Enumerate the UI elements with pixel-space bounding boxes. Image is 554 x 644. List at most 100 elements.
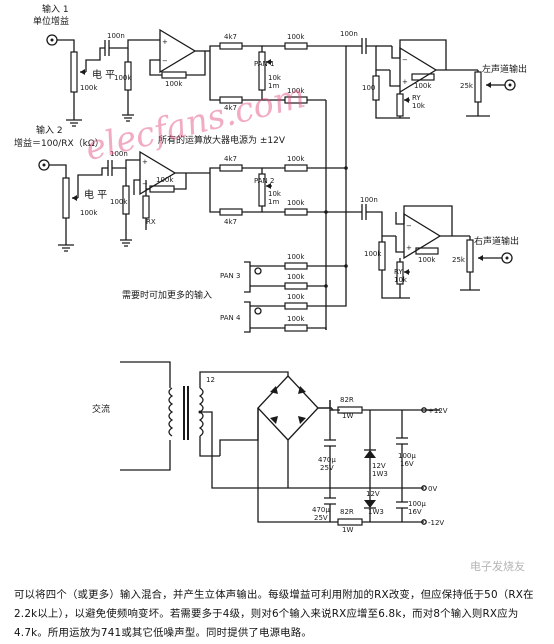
svg-text:100k: 100k xyxy=(80,209,98,217)
pan-pot-1 xyxy=(258,51,266,91)
svg-text:82R: 82R xyxy=(340,508,354,516)
ry-left: RY xyxy=(412,94,421,102)
ry-right: RY xyxy=(394,268,403,276)
svg-text:−: − xyxy=(162,57,168,65)
opamp-right xyxy=(403,212,442,260)
level-pot-2 xyxy=(62,177,70,219)
bridge-rectifier xyxy=(257,375,319,441)
svg-text:4k7: 4k7 xyxy=(224,33,237,41)
v0-label: 0V xyxy=(428,485,437,493)
input-2-label: 输入 2 xyxy=(36,124,63,136)
svg-text:−: − xyxy=(406,222,412,230)
svg-text:1W3: 1W3 xyxy=(372,470,388,478)
svg-text:100k: 100k xyxy=(414,82,432,90)
watermark: elecfans.com xyxy=(81,76,309,169)
svg-text:82R: 82R xyxy=(340,396,354,404)
svg-text:100n: 100n xyxy=(340,30,358,38)
opamp-1 xyxy=(159,28,197,74)
output-pot-left xyxy=(474,71,482,103)
pan-1-label: PAN 1 xyxy=(254,60,274,68)
opamp-2 xyxy=(139,150,177,196)
zener-2 xyxy=(364,500,376,508)
pan-pot-2 xyxy=(258,173,266,207)
svg-text:10k: 10k xyxy=(268,190,282,198)
svg-text:−: − xyxy=(142,180,148,188)
svg-text:100: 100 xyxy=(362,84,375,92)
pan-4-label: PAN 4 xyxy=(220,314,241,322)
more-inputs-label: 需要时可加更多的输入 xyxy=(122,289,212,301)
svg-text:12V: 12V xyxy=(366,490,380,498)
channel-1: 输入 1 单位增益 电 平 100k 100n 100k + − 100k xyxy=(33,3,346,127)
svg-text:100n: 100n xyxy=(110,150,128,158)
ac-label: 交流 xyxy=(92,403,110,415)
svg-text:100n: 100n xyxy=(360,196,378,204)
svg-text:470μ: 470μ xyxy=(312,506,330,514)
svg-text:100k: 100k xyxy=(287,315,305,323)
svg-text:10k: 10k xyxy=(268,74,282,82)
opamp-left xyxy=(399,46,438,94)
channel-2: 输入 2 增益＝100/RX（kΩ） 所有的运算放大器电源为 ±12V 电 平 … xyxy=(14,124,346,252)
svg-text:100k: 100k xyxy=(287,253,305,261)
svg-text:12V: 12V xyxy=(372,462,386,470)
svg-text:+: + xyxy=(406,244,412,252)
mix-buses xyxy=(324,46,362,330)
svg-text:10k: 10k xyxy=(394,276,408,284)
svg-text:100k: 100k xyxy=(287,273,305,281)
zener-1 xyxy=(364,450,376,458)
svg-text:1W: 1W xyxy=(342,526,353,534)
svg-text:4k7: 4k7 xyxy=(224,155,237,163)
pan-2-label: PAN 2 xyxy=(254,177,274,185)
rx-label: RX xyxy=(146,218,156,226)
svg-text:470μ: 470μ xyxy=(318,456,336,464)
svg-text:−: − xyxy=(402,56,408,64)
svg-text:1m: 1m xyxy=(268,198,279,206)
vplus-label: +12V xyxy=(428,407,448,415)
svg-text:1m: 1m xyxy=(268,82,279,90)
svg-text:4k7: 4k7 xyxy=(224,104,237,112)
svg-text:1W3: 1W3 xyxy=(368,508,384,516)
svg-text:4k7: 4k7 xyxy=(224,218,237,226)
svg-text:+: + xyxy=(402,78,408,86)
opamp-power-label: 所有的运算放大器电源为 ±12V xyxy=(158,134,286,146)
svg-text:12: 12 xyxy=(206,376,215,384)
svg-text:25V: 25V xyxy=(320,464,334,472)
svg-text:100k: 100k xyxy=(110,198,128,206)
output-pot-right xyxy=(466,239,474,273)
svg-text:100μ: 100μ xyxy=(398,452,416,460)
input-1-label: 输入 1 xyxy=(42,3,69,15)
level-pot-1 xyxy=(70,51,78,93)
svg-text:100k: 100k xyxy=(114,74,132,82)
level-1-label: 电 平 xyxy=(92,68,115,81)
right-output-label: 右声道输出 xyxy=(474,235,519,247)
c1-value: 100n xyxy=(107,32,125,40)
svg-text:+: + xyxy=(142,158,148,166)
svg-text:100k: 100k xyxy=(418,256,436,264)
input-2-gain-label: 增益＝100/RX（kΩ） xyxy=(14,137,104,149)
watermark-corner: 电子发烧友 xyxy=(470,559,525,573)
svg-text:25k: 25k xyxy=(460,82,474,90)
svg-text:10k: 10k xyxy=(412,102,426,110)
mixer-schematic: 输入 1 单位增益 电 平 100k 100n 100k + − 100k xyxy=(14,3,527,573)
rx-resistor xyxy=(142,195,150,219)
vminus-label: -12V xyxy=(428,519,444,527)
svg-text:100k: 100k xyxy=(165,80,183,88)
left-output-stage: 100n 100 − + 100k RY 10k 25k 左声道输出 xyxy=(340,30,527,119)
input-1-gain-label: 单位增益 xyxy=(33,15,69,27)
power-supply: 交流 12 82R 1W 470μ 25V xyxy=(92,361,448,534)
svg-text:1W: 1W xyxy=(342,412,353,420)
pot-1-value: 100k xyxy=(80,84,98,92)
right-output-stage: 100n 100k − + 100k RY 10k 25k 右声道输出 xyxy=(360,196,519,299)
left-output-jack xyxy=(504,79,516,91)
extra-inputs: 需要时可加更多的输入 PAN 3 100k 100k PAN 4 100k 10… xyxy=(122,253,348,333)
svg-text:16V: 16V xyxy=(408,508,422,516)
svg-text:100k: 100k xyxy=(287,33,305,41)
svg-text:100k: 100k xyxy=(287,293,305,301)
svg-text:100k: 100k xyxy=(156,176,174,184)
svg-text:100k: 100k xyxy=(287,199,305,207)
right-output-jack xyxy=(501,252,513,264)
caption: 可以将四个（或更多）输入混合，并产生立体声输出。每级增益可利用附加的RX改变，但… xyxy=(14,589,534,639)
level-2-label: 电 平 xyxy=(84,188,107,201)
svg-text:100k: 100k xyxy=(287,87,305,95)
left-output-label: 左声道输出 xyxy=(482,63,527,75)
svg-text:25V: 25V xyxy=(314,514,328,522)
